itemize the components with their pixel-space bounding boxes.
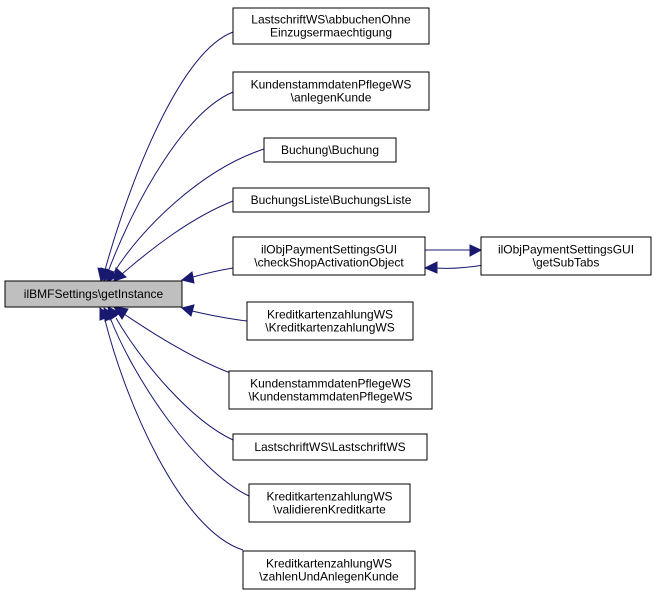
- edge-kreditkarten-to-root: [180, 304, 248, 322]
- node-label: KundenstammdatenPflegeWS: [251, 78, 412, 92]
- caller-node[interactable]: ilObjPaymentSettingsGUI\checkShopActivat…: [232, 236, 426, 276]
- node-label: \getSubTabs: [533, 256, 600, 270]
- node-label: ilObjPaymentSettingsGUI: [498, 243, 634, 257]
- caller-node[interactable]: KreditkartenzahlungWS\Kreditkartenzahlun…: [246, 301, 414, 341]
- caller-node[interactable]: LastschriftWS\abbuchenOhneEinzugsermaech…: [232, 7, 430, 45]
- caller-node[interactable]: Buchung\Buchung: [263, 137, 397, 163]
- edge-abbuchen-to-root: [97, 31, 234, 282]
- graph-edges: [97, 31, 485, 551]
- edge-buchung-to-root: [106, 148, 265, 283]
- root-node[interactable]: ilBMFSettings\getInstance: [4, 280, 183, 308]
- edge-validieren-to-root: [103, 307, 250, 497]
- node-box: [263, 137, 397, 163]
- edge-buchungsliste-to-root: [113, 200, 234, 282]
- node-label: KreditkartenzahlungWS: [266, 557, 392, 571]
- caller-node[interactable]: KreditkartenzahlungWS\zahlenUndAnlegenKu…: [242, 550, 416, 590]
- node-box: [242, 550, 416, 590]
- node-box: [232, 236, 426, 276]
- caller-node[interactable]: KreditkartenzahlungWS\validierenKreditka…: [248, 483, 411, 523]
- caller-node[interactable]: BuchungsListe\BuchungsListe: [232, 187, 430, 213]
- node-label: KreditkartenzahlungWS: [267, 308, 393, 322]
- caller-node[interactable]: KundenstammdatenPflegeWS\Kundenstammdate…: [228, 370, 433, 410]
- edge-anlegen-to-root: [100, 91, 234, 282]
- node-box: [248, 483, 411, 523]
- edge-checkshop-to-getsubtabs: [424, 244, 483, 257]
- node-box: [480, 236, 652, 276]
- edge-checkshop-to-root: [180, 267, 234, 284]
- node-label: Einzugsermaechtigung: [270, 26, 392, 40]
- caller-node[interactable]: LastschriftWS\LastschriftWS: [232, 433, 428, 461]
- node-box: [232, 433, 428, 461]
- node-box: [246, 301, 414, 341]
- node-box: [232, 187, 430, 213]
- node-label: \validierenKreditkarte: [273, 503, 386, 517]
- edge-getsubtabs-to-checkshop: [423, 261, 485, 274]
- node-label: KundenstammdatenPflegeWS: [250, 377, 411, 391]
- node-label: \KreditkartenzahlungWS: [265, 321, 394, 335]
- caller-node[interactable]: KundenstammdatenPflegeWS\anlegenKunde: [232, 71, 430, 111]
- edge-lastschrift-to-root: [107, 306, 234, 441]
- edge-zahlen-to-root: [99, 307, 244, 551]
- caller-node[interactable]: ilObjPaymentSettingsGUI\getSubTabs: [480, 236, 652, 276]
- node-label: \KundenstammdatenPflegeWS: [248, 390, 412, 404]
- node-box: [232, 71, 430, 111]
- node-label: ilObjPaymentSettingsGUI: [261, 243, 397, 257]
- node-label: BuchungsListe\BuchungsListe: [251, 193, 412, 207]
- node-label: \zahlenUndAnlegenKunde: [259, 570, 399, 584]
- node-box: [228, 370, 433, 410]
- node-label: Buchung\Buchung: [281, 143, 379, 157]
- node-label: LastschriftWS\abbuchenOhne: [251, 13, 411, 27]
- node-label: \anlegenKunde: [291, 91, 372, 105]
- node-box: [4, 280, 183, 308]
- node-label: KreditkartenzahlungWS: [266, 490, 392, 504]
- node-box: [232, 7, 430, 45]
- node-label: ilBMFSettings\getInstance: [24, 287, 164, 301]
- node-label: LastschriftWS\LastschriftWS: [254, 440, 405, 454]
- node-label: \checkShopActivationObject: [254, 256, 404, 270]
- graph-nodes: ilBMFSettings\getInstance LastschriftWS\a…: [4, 7, 652, 590]
